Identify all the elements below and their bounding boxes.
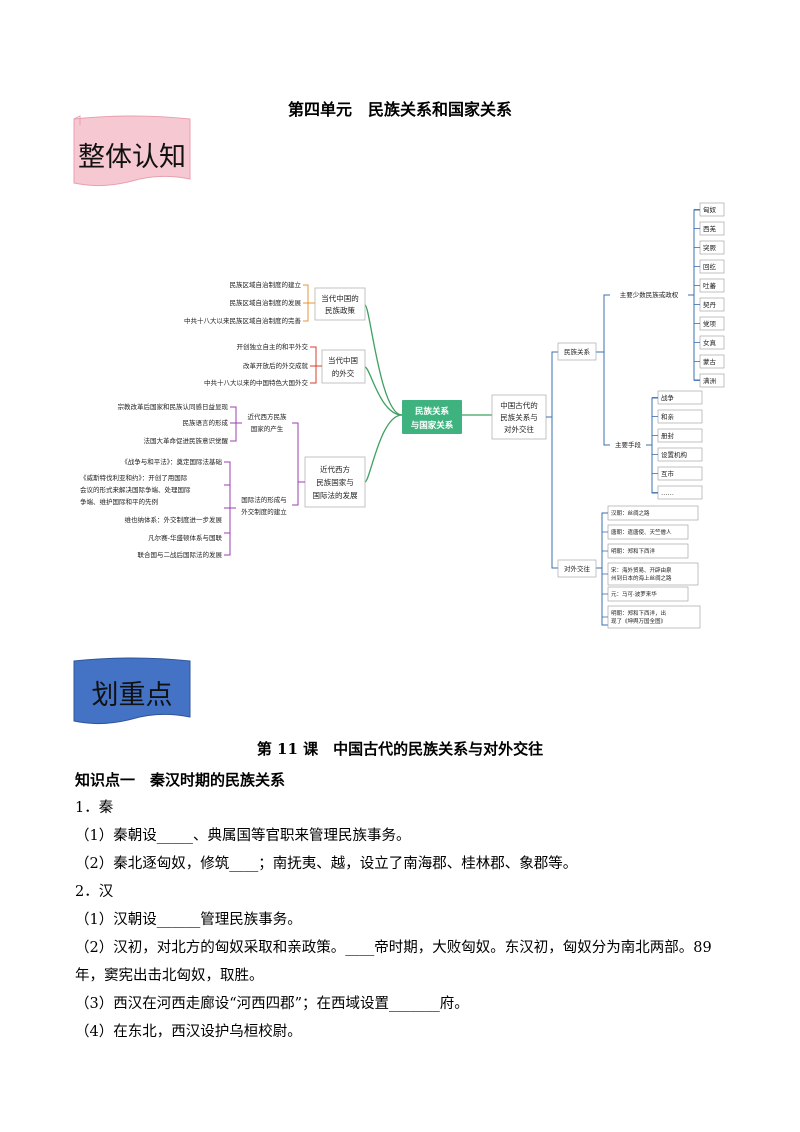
left-top-item: 民族区域自治制度的建立 (230, 280, 302, 289)
key-points-banner-text: 划重点 (91, 680, 173, 711)
knowledge-point-heading: 知识点一 秦汉时期的民族关系 (75, 771, 286, 789)
node-ancient-relations: 中国古代的 (500, 400, 538, 410)
mind-map-center: 民族关系 (415, 406, 450, 417)
sub1-item: 民族语言的形成 (183, 418, 229, 427)
means-item: …… (661, 489, 674, 497)
people-item: 回纥 (703, 262, 717, 271)
content-line: （3）西汉在河西走廊设“河西四郡”；在西域设置_______府。 (75, 996, 469, 1012)
left-top-item: 中共十八大以来民族区域自治制度的完善 (184, 316, 302, 325)
node-western-nation: 近代西方 (320, 464, 350, 474)
sub-node-intl-law: 国际法的形成与 (241, 495, 287, 504)
node-ethnic-policy: 当代中国的 (321, 293, 359, 303)
foreign-exchange-item: 明朝：郑和下西洋 (611, 547, 656, 555)
people-item: 契丹 (703, 300, 717, 309)
means-item: 册封 (661, 431, 675, 440)
left-mid-item: 改革开放后的外交成就 (243, 361, 309, 370)
content-line: （2）汉初，对北方的匈奴采取和亲政策。____帝时期，大败匈奴。东汉初，匈奴分为… (75, 940, 712, 984)
means-item: 设置机构 (661, 450, 688, 459)
means-item: 互市 (661, 469, 675, 478)
node-western-nation-3: 国际法的发展 (313, 490, 358, 500)
lesson-title: 第 11 课 中国古代的民族关系与对外交往 (256, 740, 544, 758)
sub1-item: 法国大革命促进民族意识觉醒 (144, 436, 229, 445)
people-item: 吐蕃 (703, 281, 717, 290)
sub-node-nation-state: 近代西方民族 (248, 412, 288, 421)
sub2-item: 联合国与二战后国际法的发展 (138, 550, 223, 559)
foreign-exchange-item: 宋：海外贸易、开辟由泉州到日本的海上丝绸之路 (611, 566, 672, 582)
content-line: 2．汉 (75, 884, 114, 900)
mind-map-center-line2: 与国家关系 (411, 420, 454, 431)
left-top-item: 民族区域自治制度的发展 (230, 298, 302, 307)
unit-mind-map: 民族关系 与国家关系 当代中国的 民族政策 民族区域自治制度的建立 民族区域自治… (80, 202, 725, 629)
people-item: 突厥 (703, 243, 717, 252)
people-item: 党项 (703, 319, 717, 328)
content-line: （2）秦北逐匈奴，修筑____；南抚夷、越，设立了南海郡、桂林郡、象郡等。 (75, 856, 578, 872)
content-line: （4）在东北，西汉设护乌桓校尉。 (75, 1024, 302, 1040)
key-points-banner: 划重点 (72, 655, 192, 729)
node-ethnic-policy-2: 民族政策 (325, 305, 355, 315)
node-foreign-exchange: 对外交往 (564, 564, 591, 573)
unit-title: 第四单元 民族关系和国家关系 (287, 100, 512, 119)
sub2-item: 争端、维护国际和平的先例 (80, 497, 158, 506)
node-ancient-relations-2: 民族关系与 (500, 412, 538, 422)
foreign-exchange-item: 明朝：郑和下西洋，出现了《坤舆万国全图》 (611, 609, 666, 625)
overview-banner-text: 整体认知 (78, 142, 186, 173)
content-line: （1）秦朝设_____、典属国等官职来管理民族事务。 (75, 828, 411, 844)
people-item: 匈奴 (703, 205, 717, 214)
sub2-item: 《威斯特伐利亚和约》：开创了用国际 (80, 473, 188, 482)
node-diplomacy-2: 的外交 (332, 368, 355, 378)
node-ethnic-relations: 民族关系 (564, 347, 591, 356)
content-line: 1．秦 (75, 800, 114, 816)
sub-node-nation-state-2: 国家的产生 (251, 424, 284, 433)
people-item: 蒙古 (703, 357, 717, 366)
people-item: 满洲 (703, 376, 716, 385)
content-line: （1）汉朝设______管理民族事务。 (75, 912, 302, 928)
sub2-item: 会议的形式来解决国际争端、处理国际 (80, 485, 191, 494)
left-mid-item: 中共十八大以来的中国特色大国外交 (204, 378, 309, 387)
people-item: 西羌 (703, 224, 717, 233)
sub2-item: 凡尔赛-华盛顿体系与国联 (148, 533, 222, 542)
overview-banner: 整体认知 (72, 113, 192, 191)
node-main-peoples: 主要少数民族或政权 (620, 290, 679, 299)
node-diplomacy: 当代中国 (328, 355, 358, 365)
node-western-nation-2: 民族国家与 (316, 477, 354, 487)
means-item: 和亲 (661, 412, 675, 421)
sub2-item: 《战争与和平法》：奠定国际法基础 (121, 457, 222, 466)
people-item: 女真 (703, 338, 717, 347)
sub1-item: 宗教改革后国家和民族认同感日益显现 (118, 402, 229, 411)
foreign-exchange-list: 汉朝：丝绸之路唐朝：遣唐使、天竺僧人明朝：郑和下西洋宋：海外贸易、开辟由泉州到日… (602, 505, 701, 629)
node-ancient-relations-3: 对外交往 (504, 424, 534, 434)
node-main-means: 主要手段 (615, 440, 642, 449)
foreign-exchange-item: 元：马可·波罗来华 (611, 590, 657, 598)
foreign-exchange-item: 唐朝：遣唐使、天竺僧人 (611, 528, 672, 536)
means-item: 战争 (661, 393, 675, 402)
foreign-exchange-item: 汉朝：丝绸之路 (611, 509, 650, 517)
sub2-item: 维也纳体系：外交制度进一步发展 (125, 515, 223, 524)
lesson-content: 知识点一 秦汉时期的民族关系 1．秦 （1）秦朝设_____、典属国等官职来管理… (75, 766, 735, 1046)
left-mid-item: 开创独立自主的和平外交 (237, 342, 309, 351)
sub-node-intl-law-2: 外交制度的建立 (241, 507, 287, 516)
